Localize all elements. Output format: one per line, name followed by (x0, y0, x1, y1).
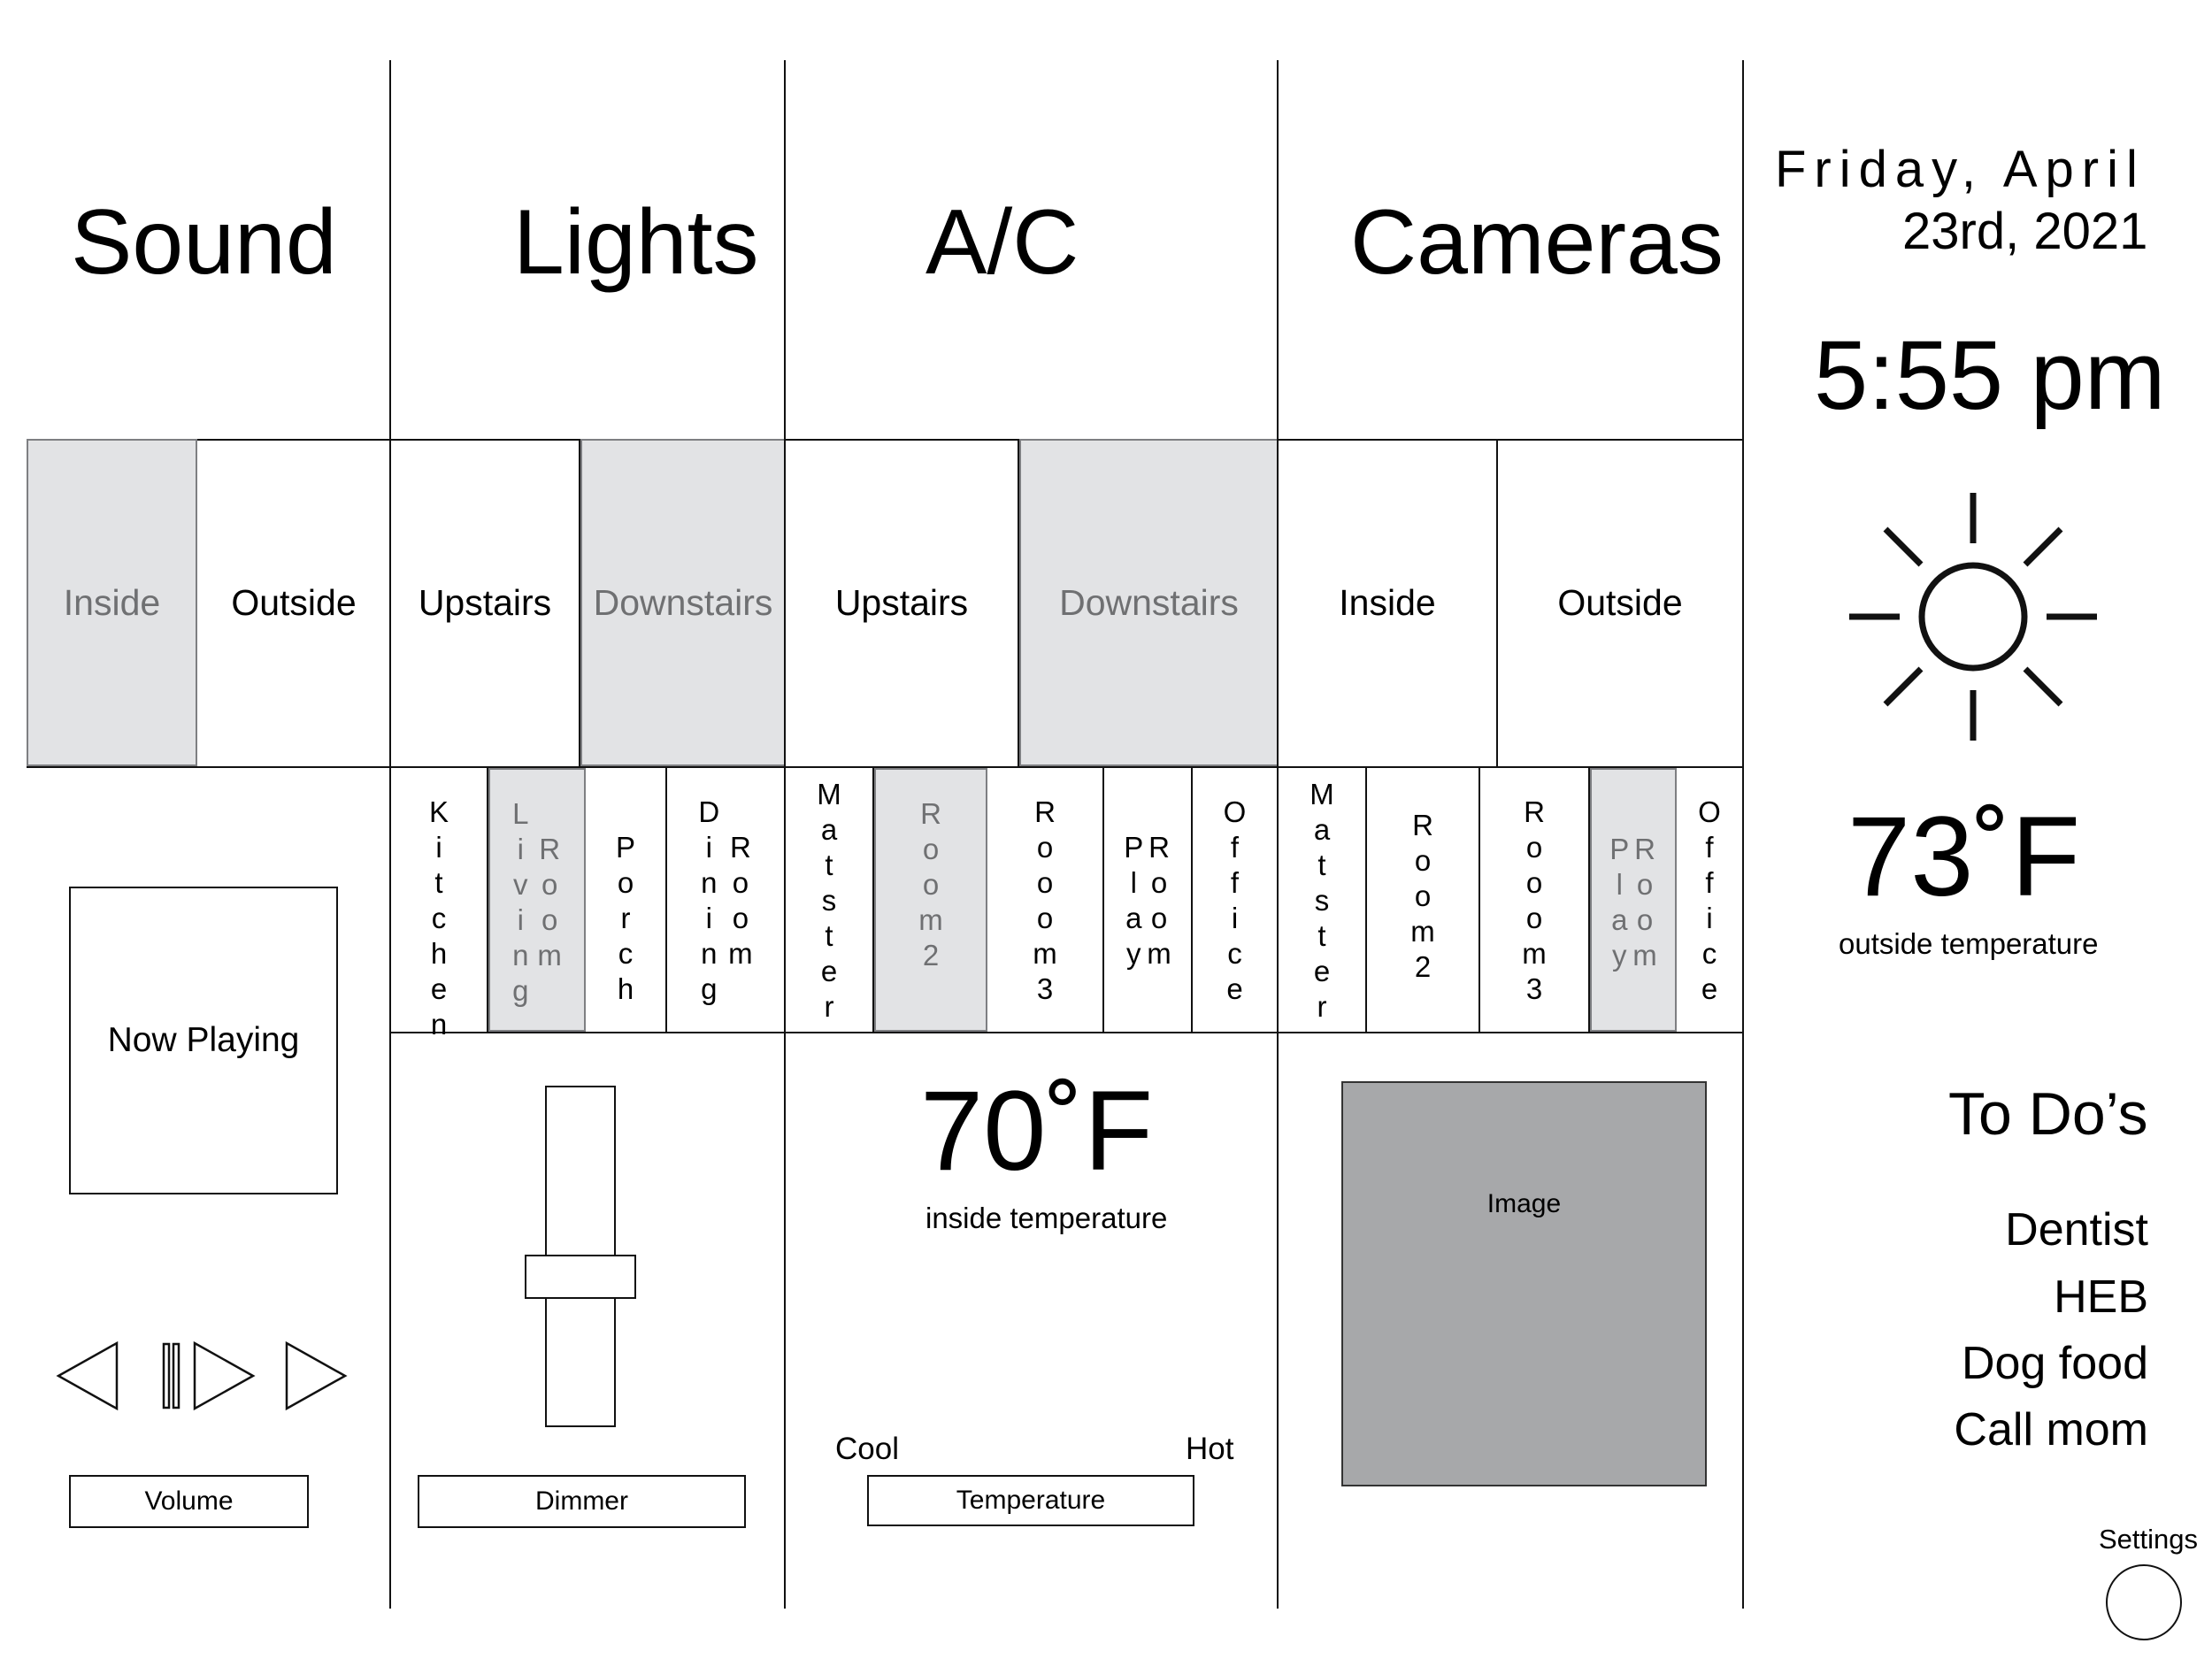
settings-button[interactable] (2106, 1564, 2182, 1640)
hot-label: Hot (1186, 1432, 1234, 1466)
cameras-tab-outside[interactable]: Outside (1557, 581, 1683, 623)
inside-temperature-value: 70˚F (920, 1068, 1154, 1194)
ac-tab-upstairs[interactable]: Upstairs (786, 439, 1019, 766)
previous-icon[interactable] (55, 1340, 126, 1411)
sun-icon (1849, 493, 2097, 741)
ac-tab-downstairs[interactable]: Downstairs (1019, 439, 1277, 766)
camera-image-label: Image (1486, 1189, 1562, 1218)
cool-label: Cool (835, 1432, 899, 1466)
sound-header[interactable]: Sound (71, 191, 337, 294)
divider-ac-cameras (1277, 60, 1279, 1609)
pause-play-icon[interactable] (161, 1340, 258, 1411)
temperature-slider[interactable]: Temperature (867, 1475, 1194, 1526)
ac-header[interactable]: A/C (926, 191, 1079, 294)
divider-sound-lights (389, 60, 391, 1609)
volume-label: Volume (144, 1486, 234, 1516)
lights-tab-upstairs[interactable]: Upstairs (391, 439, 580, 766)
sound-tab-inside[interactable]: Inside (27, 439, 197, 766)
outside-temperature-caption: outside temperature (1839, 927, 2099, 960)
dimmer-label: Dimmer (535, 1486, 628, 1516)
clock-time: 5:55 pm (1814, 321, 2166, 430)
divider-tabs-bottom (27, 766, 1744, 768)
divider-header-bottom (27, 439, 1744, 441)
lights-tab-downstairs[interactable]: Downstairs (580, 439, 784, 766)
todo-title: To Do’s (1948, 1080, 2148, 1148)
outside-temperature-value: 73˚F (1847, 794, 2081, 920)
next-icon[interactable] (283, 1340, 354, 1411)
lights-header[interactable]: Lights (513, 191, 759, 294)
todo-item[interactable]: Call mom (1954, 1404, 2148, 1455)
sound-tab-outside[interactable]: Outside (231, 581, 357, 623)
inside-temperature-caption: inside temperature (926, 1202, 1168, 1234)
volume-slider[interactable]: Volume (69, 1475, 309, 1528)
divider-cameras-sidebar (1742, 60, 1744, 1609)
date-line-2: 23rd, 2021 (1902, 203, 2148, 260)
settings-label: Settings (2099, 1524, 2199, 1555)
divider-rooms-bottom (389, 1032, 1744, 1033)
temperature-label: Temperature (956, 1486, 1106, 1515)
divider-lights-ac (784, 60, 786, 1609)
now-playing-panel[interactable]: Now Playing (69, 887, 338, 1194)
now-playing-label: Now Playing (107, 1021, 300, 1059)
camera-feed-image[interactable]: Image (1341, 1081, 1707, 1486)
todo-item[interactable]: HEB (2054, 1271, 2148, 1323)
cameras-header[interactable]: Cameras (1350, 191, 1724, 294)
dimmer-handle[interactable] (525, 1255, 636, 1299)
todo-item[interactable]: Dog food (1961, 1338, 2148, 1389)
dimmer-slider[interactable]: Dimmer (418, 1475, 746, 1528)
cameras-tab-inside[interactable]: Inside (1279, 439, 1498, 766)
date-line-1: Friday, April (1775, 141, 2146, 198)
todo-item[interactable]: Dentist (2005, 1204, 2148, 1256)
